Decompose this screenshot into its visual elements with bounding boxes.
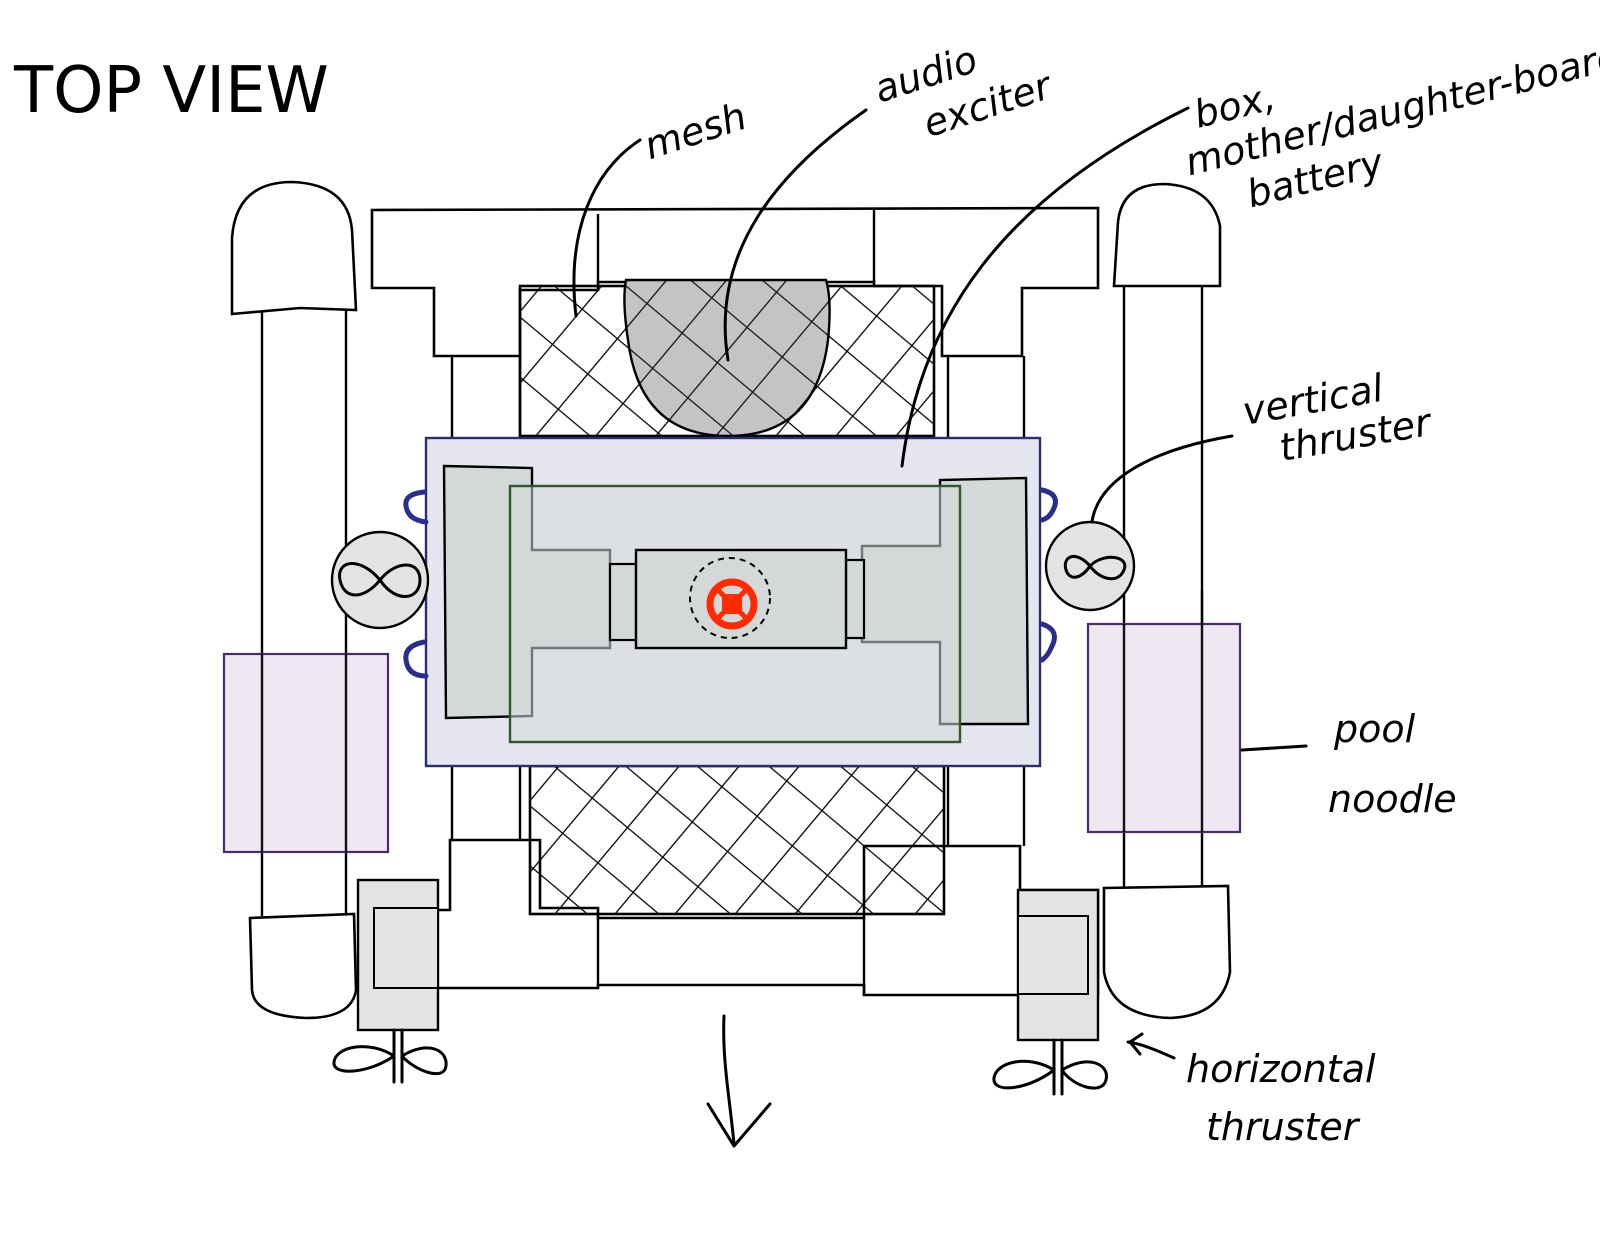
elbow-bottom-right [1104,886,1230,1018]
forward-direction-arrow-icon [708,1016,770,1146]
box-label: box, mother/daughter-board, battery [1170,0,1600,229]
svg-text:pool: pool [1333,707,1416,751]
svg-text:noodle: noodle [1328,777,1457,821]
audio-exciter-label: audio exciter [869,17,1059,157]
svg-text:horizontal: horizontal [1186,1047,1376,1091]
title: TOP VIEW [13,54,329,128]
pool-noodle-left [224,654,388,852]
pool-noodle-label: pool noodle [1328,707,1457,821]
vertical-thruster-left [332,532,428,628]
center-coupler-right [846,560,864,638]
elbow-bottom-left [250,914,356,1018]
elbow-top-left [232,182,356,314]
svg-text:thruster: thruster [1206,1105,1361,1149]
vertical-thruster-label: vertical thruster [1239,358,1436,475]
mesh-label: mesh [639,94,752,168]
center-coupler-left [610,564,636,640]
mesh-bottom [530,766,944,914]
horizontal-thruster-label: horizontal thruster [1186,1047,1376,1149]
elbow-top-right [1114,184,1220,286]
pool-noodle-right [1088,624,1240,832]
vertical-thruster-right [1046,522,1134,610]
